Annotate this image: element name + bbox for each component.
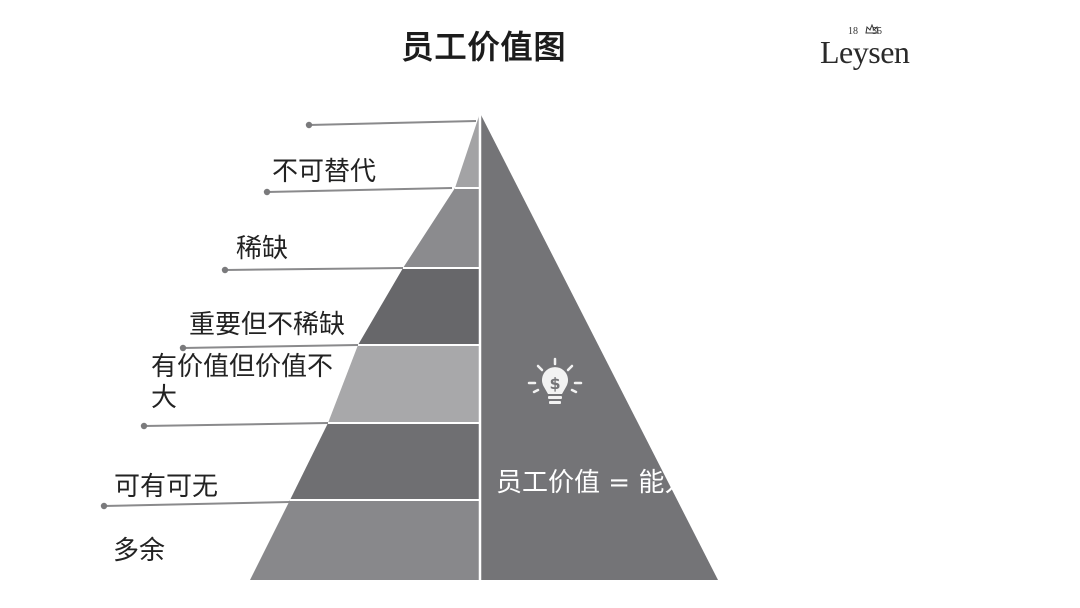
leader-line-1 (266, 187, 453, 193)
pyramid-band-irreplaceable (455, 113, 480, 188)
pyramid-right-half (480, 113, 718, 580)
level-label-optional: 可有可无 (114, 472, 219, 502)
pyramid-band-scarce (403, 188, 480, 268)
level-label-valuable: 有价值但价值不大 (151, 352, 334, 413)
leader-line-4 (143, 422, 329, 427)
pyramid-band-redundant (250, 500, 480, 580)
pyramid-left-bands (250, 113, 480, 580)
band-separators (290, 187, 480, 501)
lightbulb-dollar-icon: $ (527, 357, 583, 404)
pyramid-band-valuable (328, 345, 480, 423)
leader-lines (100, 120, 477, 510)
value-formula: 员工价值 = 能力 × 价值观 × 心智模式 (496, 468, 949, 498)
leader-line-5 (103, 501, 291, 507)
crown-icon (865, 24, 879, 34)
pyramid-band-optional (290, 423, 480, 500)
pyramid-band-important (358, 268, 480, 345)
level-label-scarce: 稀缺 (236, 234, 289, 264)
svg-text:$: $ (549, 374, 560, 393)
leader-line-3 (182, 344, 359, 349)
leader-line-2 (224, 267, 404, 271)
page-title: 员工价值图 (401, 28, 567, 66)
leader-line-top (308, 120, 477, 126)
logo-wordmark: Leysen (820, 34, 910, 70)
level-label-important: 重要但不稀缺 (189, 310, 346, 340)
level-label-redundant: 多余 (113, 536, 166, 566)
level-label-irreplaceable: 不可替代 (272, 157, 377, 187)
